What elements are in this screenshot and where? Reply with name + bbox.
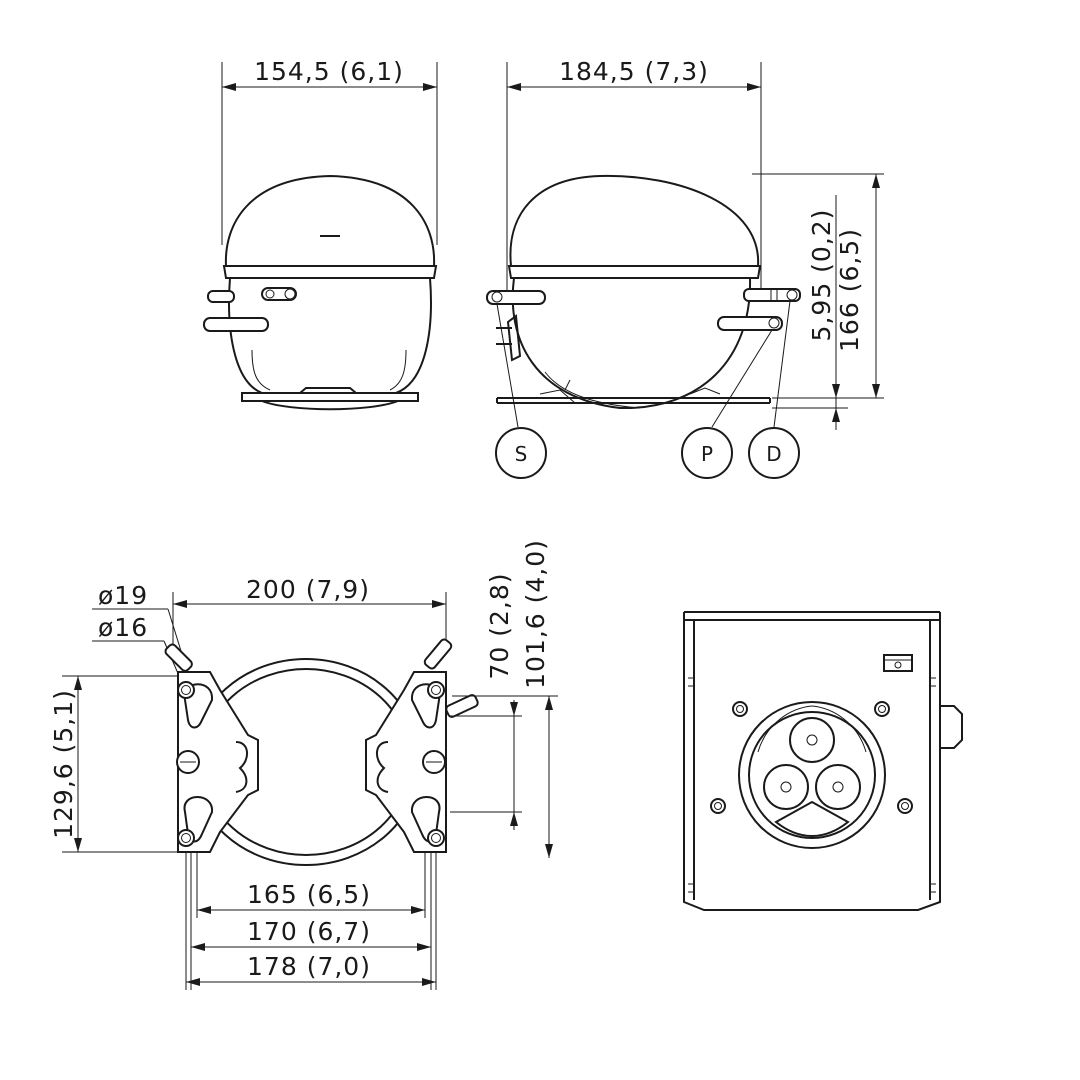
dim-165: 165 (6,5) (247, 880, 371, 909)
process-connection-label: P (681, 427, 733, 479)
side-view: 184,5 (7,3) (486, 57, 884, 479)
bottom-view: ø19 ø16 200 (7,9) (49, 539, 558, 990)
svg-text:D: D (766, 442, 781, 466)
dim-101: 101,6 (4,0) (521, 539, 550, 689)
dim-178: 178 (7,0) (247, 952, 371, 981)
dim-mount-height: 129,6 (5,1) (49, 689, 78, 839)
svg-text:P: P (701, 442, 713, 466)
dim-front-width: 154,5 (6,1) (254, 57, 404, 86)
dim-170: 170 (6,7) (247, 917, 371, 946)
dim-diameter-16: ø16 (98, 613, 148, 642)
suction-connection-label: S (495, 427, 547, 479)
dim-overall-width: 200 (7,9) (246, 575, 370, 604)
discharge-connection-label: D (748, 427, 800, 479)
terminal-cover-view (683, 611, 963, 911)
front-view: 154,5 (6,1) (203, 57, 438, 411)
dim-diameter-19: ø19 (98, 581, 148, 610)
dim-70: 70 (2,8) (485, 572, 514, 679)
dim-side-width: 184,5 (7,3) (559, 57, 709, 86)
dim-base-height: 5,95 (0,2) (807, 209, 836, 342)
dim-total-height: 166 (6,5) (835, 228, 864, 352)
svg-text:S: S (515, 442, 528, 466)
